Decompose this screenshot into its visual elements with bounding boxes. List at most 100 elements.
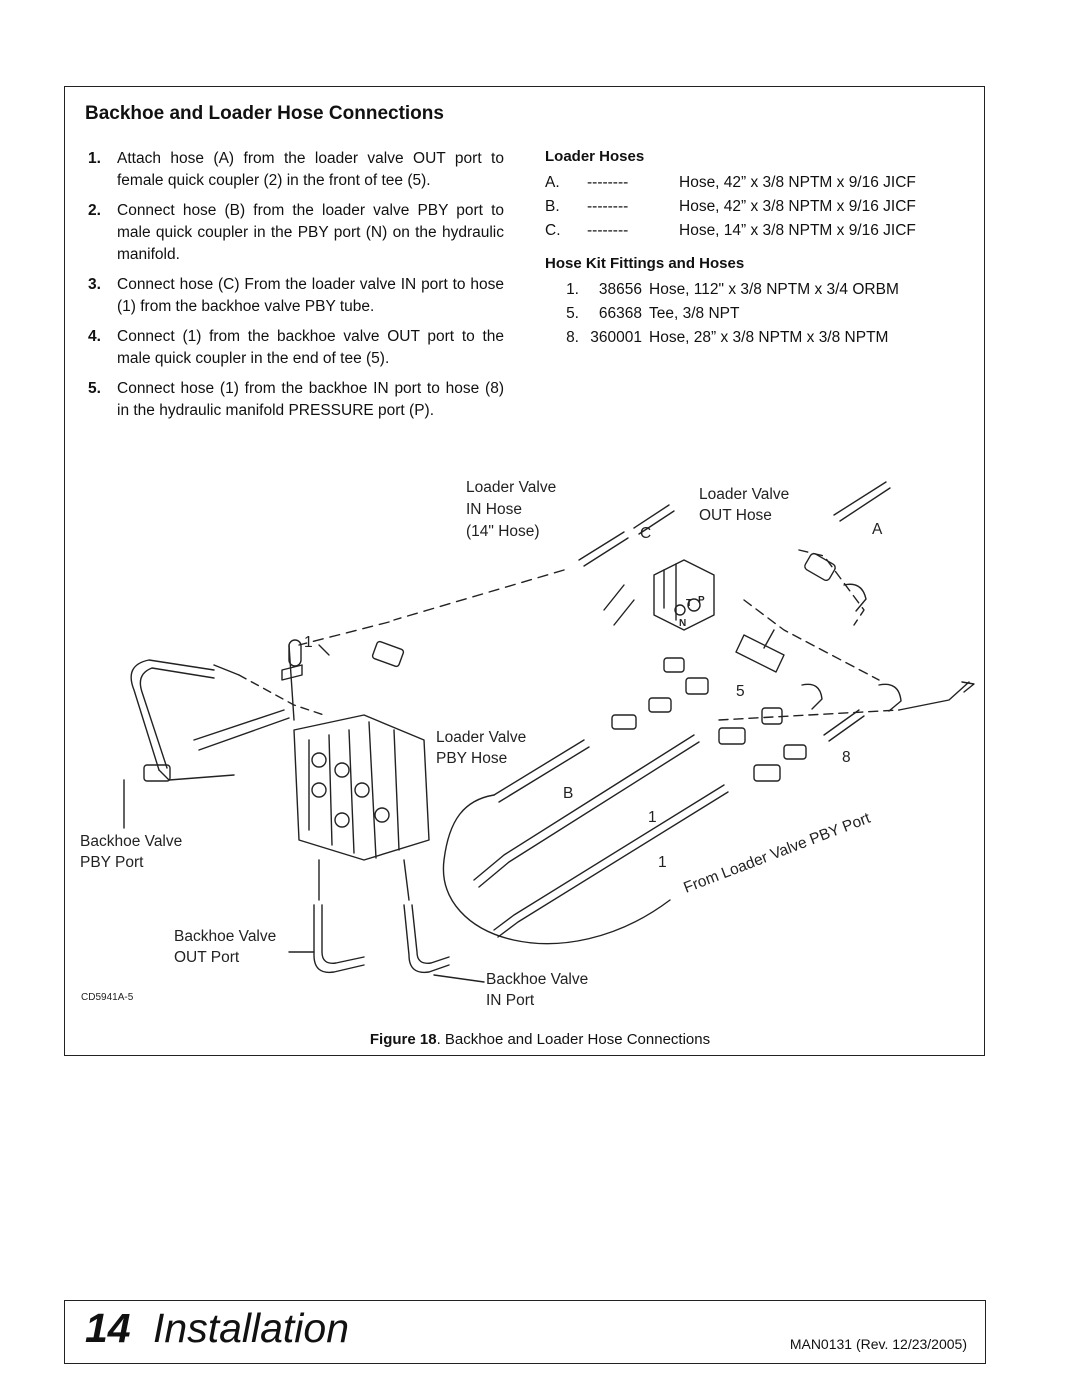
label-backhoe-out: OUT Port [174, 949, 240, 966]
pressure-dashed [718, 709, 900, 721]
valve-port [374, 807, 390, 823]
step-number: 4. [88, 328, 101, 345]
callout-5: 5 [736, 683, 745, 700]
part-number: 360001 [590, 329, 642, 346]
handle-grip [281, 664, 303, 681]
part-number: 38656 [598, 281, 642, 298]
item-description: Hose, 28” x 3/8 NPTM x 3/8 NPTM [649, 329, 889, 346]
in-hose-dashed [393, 569, 565, 621]
fitting [371, 640, 405, 668]
loader-hose-row: A. -------- Hose, 42” x 3/8 NPTM x 9/16 … [545, 171, 965, 195]
section-name: Installation [153, 1305, 350, 1351]
manifold-block [653, 559, 715, 631]
loader-hose-row: C. -------- Hose, 14” x 3/8 NPTM x 9/16 … [545, 219, 965, 243]
instruction-steps: 1. Attach hose (A) from the loader valve… [88, 148, 504, 430]
item-key: 1. [566, 281, 579, 298]
pby-arc [442, 794, 671, 945]
in-hose-end [633, 504, 675, 535]
loader-hose-row: B. -------- Hose, 42” x 3/8 NPTM x 9/16 … [545, 195, 965, 219]
label-backhoe-pby: Backhoe Valve [80, 833, 182, 850]
valve-port [311, 782, 327, 798]
callout-p: P [698, 595, 705, 606]
callout-t: T [686, 598, 692, 609]
elbow-fitting [843, 583, 867, 612]
hose-dash: -------- [587, 222, 629, 239]
out-port-tube [313, 904, 365, 974]
hose-1-left [198, 717, 290, 751]
hose-kit-row: 8. 360001 Hose, 28” x 3/8 NPTM x 3/8 NPT… [545, 326, 965, 350]
fitting [663, 657, 685, 673]
valve-port [334, 812, 350, 828]
step-item: 4. Connect (1) from the backhoe valve OU… [88, 326, 504, 370]
hose-description: Hose, 42” x 3/8 NPTM x 9/16 JICF [679, 198, 916, 215]
valve-port-stem [318, 859, 410, 901]
fitting [753, 764, 781, 782]
hose-1 [473, 734, 695, 881]
callout-b: B [563, 785, 573, 802]
hose-description: Hose, 14” x 3/8 NPTM x 9/16 JICF [679, 222, 916, 239]
label-out-hose: Loader Valve [699, 486, 789, 503]
valve-sections [308, 721, 400, 859]
part-number: 66368 [598, 305, 642, 322]
hose-1 [478, 741, 700, 888]
item-description: Tee, 3/8 NPT [649, 305, 740, 322]
diagram-svg: Loader Valve IN Hose (14" Hose) Loader V… [80, 479, 975, 1009]
callout-1: 1 [304, 634, 313, 651]
caption-label: Figure 18 [369, 1031, 437, 1048]
step-number: 5. [88, 380, 101, 397]
label-in-hose: (14" Hose) [466, 523, 540, 540]
coupler-fitting [804, 552, 836, 582]
fitting [783, 744, 807, 760]
valve-port [334, 762, 350, 778]
label-backhoe-in: Backhoe Valve [486, 971, 588, 988]
callout-8: 8 [842, 749, 851, 766]
fitting [611, 714, 637, 730]
manifold-detail [663, 563, 677, 621]
in-hose-line [578, 531, 625, 561]
caption-text: . Backhoe and Loader Hose Connections [436, 1031, 711, 1048]
loader-hoses-heading: Loader Hoses [545, 148, 645, 165]
hose-key: A. [545, 174, 560, 191]
callout-1: 1 [648, 809, 657, 826]
hose-dash: -------- [587, 174, 629, 191]
callout-n: N [679, 618, 686, 629]
figure-caption: Figure 18. Backhoe and Loader Hose Conne… [0, 1031, 1080, 1048]
hose-1 [493, 784, 725, 931]
tee-dashed [743, 599, 880, 681]
step-item: 2. Connect hose (B) from the loader valv… [88, 200, 504, 266]
leader-line [433, 974, 485, 983]
fitting [648, 697, 672, 713]
figure-code: CD5941A-5 [81, 992, 134, 1003]
item-key: 5. [566, 305, 579, 322]
leader-line [318, 644, 330, 656]
step-text: Connect hose (1) from the backhoe IN por… [117, 380, 504, 419]
handle-knob [288, 639, 302, 667]
out-hose-dashed [798, 549, 865, 626]
step-text: Connect (1) from the backhoe valve OUT p… [117, 328, 504, 367]
step-item: 1. Attach hose (A) from the loader valve… [88, 148, 504, 192]
label-backhoe-out: Backhoe Valve [174, 928, 276, 945]
label-backhoe-pby: PBY Port [80, 854, 144, 871]
callout-a: A [872, 521, 883, 538]
valve-handle [288, 644, 295, 721]
in-port-tube [403, 904, 450, 974]
hose-1-dashed [238, 674, 325, 716]
hose-kit-heading: Hose Kit Fittings and Hoses [545, 255, 745, 272]
hose-connection-diagram: Loader Valve IN Hose (14" Hose) Loader V… [64, 460, 985, 1020]
page-number: 14 [85, 1305, 131, 1351]
step-item: 5. Connect hose (1) from the backhoe IN … [88, 378, 504, 422]
hose-dash: -------- [587, 198, 629, 215]
pby-tube [139, 667, 215, 769]
step-text: Connect hose (C) From the loader valve I… [117, 276, 504, 315]
label-pby-hose: Loader Valve [436, 729, 526, 746]
item-description: Hose, 112" x 3/8 NPTM x 3/4 ORBM [649, 281, 899, 298]
tee-branch [763, 629, 775, 649]
label-backhoe-in: IN Port [486, 992, 535, 1009]
hose-description: Hose, 42” x 3/8 NPTM x 9/16 JICF [679, 174, 916, 191]
elbow-fitting [801, 683, 823, 710]
out-hose-line [833, 481, 891, 522]
step-number: 1. [88, 150, 101, 167]
fitting [143, 764, 171, 782]
in-hose-line [583, 537, 629, 567]
page-footer: 14 Installation MAN0131 (Rev. 12/23/2005… [64, 1300, 986, 1364]
